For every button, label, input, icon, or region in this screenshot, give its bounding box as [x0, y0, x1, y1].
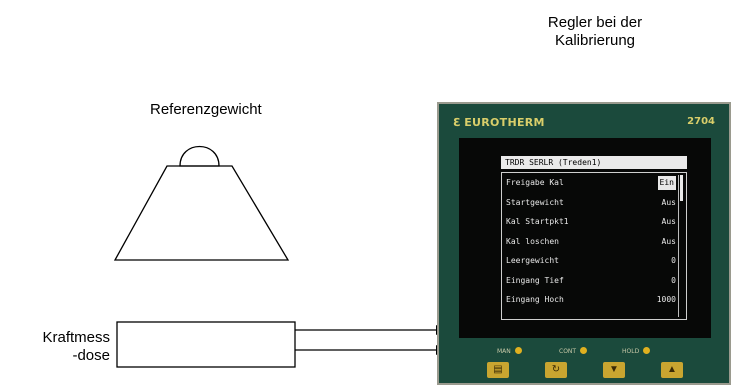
brand-mark-icon: ℇ [453, 116, 465, 129]
down-arrow-icon: ▼ [609, 364, 619, 375]
menu-row-label: Eingang Hoch [506, 295, 564, 304]
menu-row-value: Aus [661, 217, 676, 226]
scroll-icon: ↻ [551, 364, 561, 375]
page-key[interactable]: ▤ [487, 362, 509, 378]
menu-row[interactable]: Eingang Hoch 1000 [506, 293, 676, 307]
weight-handle [179, 145, 220, 167]
down-arrow-key[interactable]: ▼ [603, 362, 625, 378]
menu-row-value: Aus [661, 197, 676, 207]
screen-header: TRDR SERLR (Treden1) [501, 156, 687, 169]
reference-weight-shape [113, 165, 290, 261]
indicator-label-2: CONT [559, 348, 577, 355]
load-cell-box [116, 321, 296, 368]
menu-row[interactable]: Kal Startpkt1 Aus [506, 215, 676, 229]
controller-caption: Regler bei der Kalibrierung [500, 14, 690, 50]
page-icon: ▤ [493, 364, 503, 375]
reference-weight-label: Referenzgewicht [150, 101, 262, 118]
menu-row-label: Startgewicht [506, 197, 564, 207]
scroll-key[interactable]: ↻ [545, 362, 567, 378]
menu-row-label: Freigabe Kal [506, 178, 564, 187]
menu-row-value: 0 [671, 275, 676, 285]
menu-row-label: Kal loschen [506, 236, 559, 246]
menu-row-value: Ein [657, 176, 676, 190]
menu-row-value: Aus [661, 236, 676, 246]
menu-row[interactable]: Freigabe Kal Ein [506, 176, 676, 190]
controller-caption-line2: Kalibrierung [554, 32, 636, 49]
indicator-led-1 [515, 347, 522, 354]
load-cell-label: Kraftmess -dose [0, 329, 110, 365]
menu-row[interactable]: Startgewicht Aus [506, 196, 676, 210]
menu-row-value: 1000 [656, 295, 676, 304]
load-cell-label-line2: -dose [72, 347, 110, 364]
indicator-led-3 [643, 347, 650, 354]
controller-caption-line1: Regler bei der [547, 14, 643, 31]
menu-row-label: Leergewicht [506, 256, 559, 265]
load-cell-label-line1: Kraftmess [42, 329, 110, 346]
brand-logo: ℇ EUROTHERM [453, 116, 545, 129]
menu-scrollbar[interactable] [678, 175, 684, 317]
scrollbar-thumb[interactable] [680, 175, 683, 201]
indicator-label-1: MAN [497, 348, 511, 355]
menu-row[interactable]: Kal loschen Aus [506, 235, 676, 249]
menu-row[interactable]: Leergewicht 0 [506, 254, 676, 268]
indicator-label-3: HOLD [622, 348, 640, 355]
indicator-led-2 [580, 347, 587, 354]
menu-row[interactable]: Eingang Tief 0 [506, 274, 676, 288]
controller-device: ℇ EUROTHERM 2704 TRDR SERLR (Treden1) Fr… [437, 102, 731, 385]
up-arrow-key[interactable]: ▲ [661, 362, 683, 378]
menu-row-label: Eingang Tief [506, 275, 564, 285]
up-arrow-icon: ▲ [667, 364, 677, 375]
brand-name: EUROTHERM [464, 116, 545, 129]
menu-row-label: Kal Startpkt1 [506, 217, 569, 226]
model-number: 2704 [687, 116, 715, 127]
menu-row-value: 0 [671, 256, 676, 265]
